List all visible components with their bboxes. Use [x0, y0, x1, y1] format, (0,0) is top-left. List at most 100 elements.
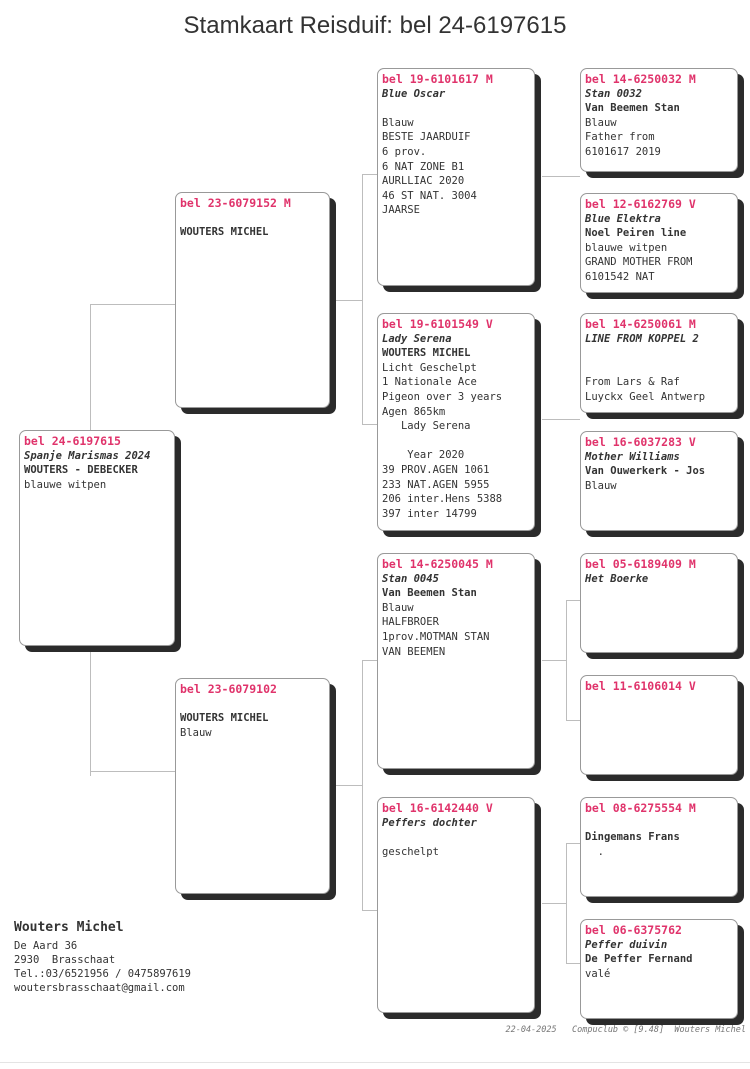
- info-line: GRAND MOTHER FROM: [585, 256, 693, 269]
- info-line: 233 NAT.AGEN 5955: [382, 478, 490, 491]
- page-title: Stamkaart Reisduif: bel 24-6197615: [183, 12, 567, 39]
- connector: [330, 300, 362, 301]
- ring-number: bel 14-6250061 M: [585, 317, 696, 331]
- pigeon-name: Peffer duivin: [585, 938, 668, 951]
- pigeon-name: Stan 0032: [585, 87, 642, 100]
- connector: [566, 843, 580, 844]
- info-line: [585, 816, 733, 831]
- info-line: 6101617 2019: [585, 145, 661, 158]
- pigeon-card-father[interactable]: bel 23-6079152 M WOUTERS MICHEL: [175, 192, 330, 408]
- info-line: Blauw: [585, 116, 617, 129]
- connector: [330, 785, 362, 786]
- print-note: 22-04-2025 Compuclub © [9.48] Wouters Mi…: [505, 1025, 746, 1035]
- info-line: 6 NAT ZONE B1: [382, 160, 465, 173]
- info-line: geschelpt: [382, 845, 439, 858]
- owner-email[interactable]: woutersbrasschaat@gmail.com: [14, 982, 185, 994]
- info-line: 6 prov.: [382, 145, 427, 158]
- pigeon-name: Mother Williams: [585, 450, 680, 463]
- ring-number: bel 14-6250032 M: [585, 72, 696, 86]
- info-line: 1prov.MOTMAN STAN: [382, 630, 490, 643]
- pigeon-card-ggp-7[interactable]: bel 08-6275554 M Dingemans Frans .: [580, 797, 738, 897]
- info-line: blauwe witpen: [24, 478, 107, 491]
- ring-number: bel 19-6101617 M: [382, 72, 493, 86]
- info-line: Pigeon over 3 years: [382, 390, 503, 403]
- info-line: [180, 697, 325, 712]
- pigeon-name: Blue Oscar: [382, 87, 446, 100]
- pigeon-card-ggp-6[interactable]: bel 11-6106014 V: [580, 675, 738, 775]
- info-line: 397 inter 14799: [382, 507, 477, 520]
- connector: [90, 771, 176, 772]
- breeder-name: Van Ouwerkerk - Jos: [585, 465, 706, 478]
- connector: [566, 843, 567, 963]
- info-line: Blauw: [382, 601, 414, 614]
- pigeon-name: Peffers dochter: [382, 816, 477, 829]
- info-line: Year 2020: [382, 449, 465, 462]
- pigeon-name: Blue Elektra: [585, 212, 661, 225]
- connector: [566, 720, 580, 721]
- ring-number: bel 23-6079102: [180, 682, 277, 696]
- connector: [566, 600, 567, 720]
- pigeon-name: Spanje Marismas 2024: [24, 449, 151, 462]
- ring-number: bel 24-6197615: [24, 434, 121, 448]
- info-line: BESTE JAARDUIF: [382, 131, 471, 144]
- breeder-name: Noel Peiren line: [585, 227, 687, 240]
- pigeon-name: Het Boerke: [585, 572, 649, 585]
- ring-number: bel 16-6142440 V: [382, 801, 493, 815]
- info-line: [585, 361, 733, 376]
- info-line: Licht Geschelpt: [382, 361, 477, 374]
- info-line: 1 Nationale Ace: [382, 376, 477, 389]
- connector: [542, 903, 566, 904]
- owner-phone: Tel.:03/6521956 / 0475897619: [14, 968, 192, 980]
- info-line: [382, 434, 530, 449]
- breeder-name: Dingemans Frans: [585, 831, 680, 844]
- info-line: [382, 101, 530, 116]
- ring-number: bel 06-6375762: [585, 923, 682, 937]
- info-line: [180, 211, 325, 226]
- info-line: Blauw: [585, 479, 617, 492]
- pigeon-name: Stan 0045: [382, 572, 439, 585]
- connector: [362, 660, 377, 661]
- connector: [362, 174, 363, 424]
- info-line: valé: [585, 967, 611, 980]
- breeder-name: Van Beemen Stan: [382, 587, 477, 600]
- breeder-name: De Peffer Fernand: [585, 953, 693, 966]
- connector: [542, 419, 580, 420]
- connector: [566, 963, 580, 964]
- connector: [90, 304, 176, 305]
- breeder-name: WOUTERS MICHEL: [180, 712, 269, 725]
- info-line: .: [585, 845, 604, 858]
- connector: [362, 660, 363, 910]
- info-line: 206 inter.Hens 5388: [382, 493, 503, 506]
- connector: [566, 600, 580, 601]
- owner-name: Wouters Michel: [14, 920, 124, 935]
- connector: [362, 174, 377, 175]
- ring-number: bel 12-6162769 V: [585, 197, 696, 211]
- breeder-name: WOUTERS MICHEL: [180, 226, 269, 239]
- divider: [0, 1062, 750, 1063]
- ring-number: bel 19-6101549 V: [382, 317, 493, 331]
- info-line: Father from: [585, 131, 655, 144]
- info-line: AURLLIAC 2020: [382, 175, 465, 188]
- info-line: Agen 865km: [382, 405, 446, 418]
- info-line: Lady Serena: [382, 420, 471, 433]
- ring-number: bel 14-6250045 M: [382, 557, 493, 571]
- connector: [362, 910, 377, 911]
- info-line: 6101542 NAT: [585, 270, 655, 283]
- info-line: 46 ST NAT. 3004: [382, 189, 477, 202]
- pigeon-name: Lady Serena: [382, 332, 452, 345]
- info-line: VAN BEEMEN: [382, 645, 446, 658]
- info-line: From Lars & Raf: [585, 376, 680, 389]
- info-line: [382, 830, 530, 845]
